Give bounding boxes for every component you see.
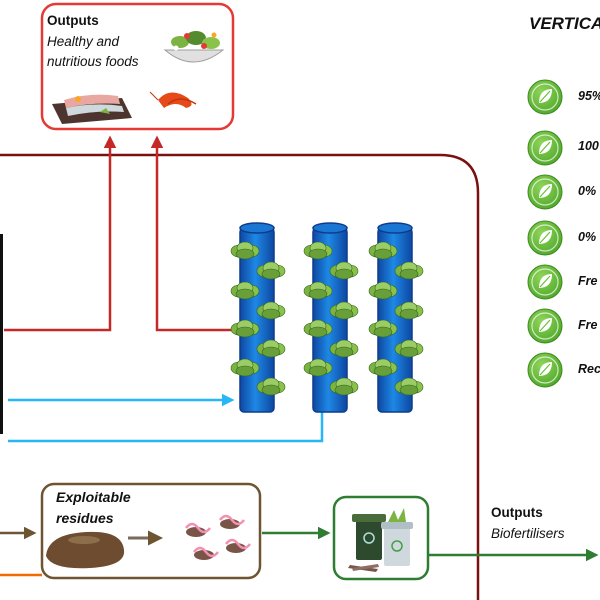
outputs-top-heading: Outputs — [47, 13, 99, 28]
lettuce-icon — [303, 241, 333, 260]
feature-text-5: Fre — [578, 274, 598, 288]
leaf-icon — [527, 220, 563, 256]
fish-platter-image — [52, 94, 132, 124]
feature-icons — [527, 79, 563, 388]
residues-label-line2: residues — [56, 510, 114, 526]
lettuce-icon — [303, 281, 333, 300]
lettuce-icon — [256, 339, 286, 358]
leaf-icon — [527, 308, 563, 344]
feature-text-2: 100 — [578, 139, 599, 153]
feature-text-7: Rec — [578, 362, 600, 376]
system-boundary — [0, 153, 480, 600]
lettuce-icon — [329, 301, 359, 320]
residues-label-line1: Exploitable — [56, 489, 131, 505]
lettuce-icon — [230, 319, 260, 338]
lettuce-icon — [329, 339, 359, 358]
outputs-bottom-subtitle: Biofertilisers — [491, 526, 565, 541]
lettuce-icon — [368, 241, 398, 260]
worm-compost-image — [185, 514, 251, 560]
lettuce-icon — [256, 377, 286, 396]
lettuce-icon — [394, 377, 424, 396]
recycle-leaf-icon — [527, 174, 563, 210]
lettuce-icon — [303, 319, 333, 338]
lettuce-icon — [368, 319, 398, 338]
feature-text-1: 95% — [578, 89, 600, 103]
lettuce-icon — [256, 301, 286, 320]
lettuce-icon — [256, 261, 286, 280]
lettuce-icon — [394, 339, 424, 358]
lettuce-icon — [394, 261, 424, 280]
outputs-top-line2: nutritious foods — [47, 54, 139, 69]
left-panel-edge — [0, 234, 3, 434]
lettuce-icon — [368, 281, 398, 300]
blue-return-line — [8, 412, 324, 443]
salad-bowl-image — [163, 31, 225, 63]
lettuce-plants — [230, 241, 424, 396]
soil-pile-image — [46, 531, 125, 569]
lettuce-icon — [230, 281, 260, 300]
feature-text-4: 0% — [578, 230, 597, 244]
feature-text-3: 0% — [578, 184, 597, 198]
lettuce-icon — [368, 358, 398, 377]
recycle-leaf-icon — [527, 352, 563, 388]
feature-text-6: Fre — [578, 318, 598, 332]
hand-leaf-icon — [527, 264, 563, 300]
lettuce-icon — [329, 377, 359, 396]
red-arrow-left — [4, 135, 117, 332]
water-leaf-icon — [527, 79, 563, 115]
red-arrow-right — [150, 135, 238, 332]
lettuce-icon — [230, 241, 260, 260]
outputs-bottom-heading: Outputs — [491, 505, 543, 520]
lettuce-icon — [230, 358, 260, 377]
lettuce-icon — [303, 358, 333, 377]
recycle-leaf-icon — [527, 130, 563, 166]
lettuce-icon — [329, 261, 359, 280]
outputs-top-line1: Healthy and — [47, 34, 120, 49]
compost-bins-image — [348, 508, 413, 572]
lettuce-icon — [394, 301, 424, 320]
page-title: VERTICA — [529, 14, 600, 33]
vertical-towers — [230, 222, 424, 413]
shrimp-image — [149, 91, 197, 108]
